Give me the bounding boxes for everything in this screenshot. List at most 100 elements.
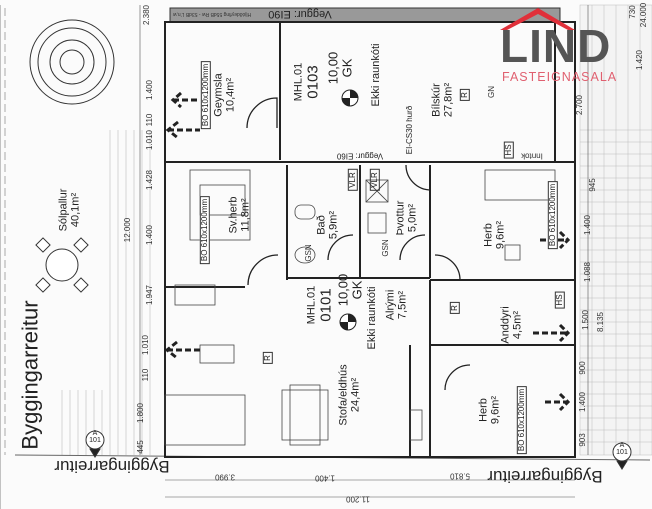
window-tag: BO 610x1200mm (547, 180, 559, 250)
wall-label-ei60: Veggur: EI60 (336, 151, 384, 161)
tag-r: R (262, 352, 274, 364)
elevation-gk: GK (349, 280, 364, 300)
dimension: 730 (627, 5, 637, 19)
section-number: 101 (89, 437, 101, 444)
tag-gn: GN (486, 86, 496, 98)
room-area: 11,8m² (239, 198, 251, 232)
section-number: 101 (616, 449, 628, 456)
logo-text: LIND (500, 20, 612, 72)
dimension: 110 (144, 113, 154, 127)
tag-vlr: VLR (369, 169, 381, 191)
hot-tub (29, 19, 115, 105)
unit-number: 0101 (317, 288, 334, 322)
room-area: 4,5m² (511, 310, 523, 340)
tag-gsn: GSN (303, 244, 313, 262)
room-area: 27,8m² (442, 82, 454, 118)
tag-inntok: Inntok (521, 151, 543, 161)
dimension: 445 (135, 440, 145, 454)
section-letter: A (619, 442, 625, 449)
dimension: 945 (587, 178, 597, 192)
elevation-gk: GK (339, 58, 354, 78)
room-area: 40,1m² (69, 192, 81, 228)
room-name: Sólpallur (57, 188, 70, 232)
tag-gsn: GSN (380, 239, 390, 257)
room-name: Herb (482, 223, 495, 247)
room-area: 5,9m² (327, 210, 339, 240)
room-name: Bað (315, 215, 328, 235)
section-marker (85, 430, 632, 470)
dimension: 5.810 (449, 471, 471, 481)
unit-number: 0103 (304, 65, 321, 99)
tag-vlr: VLR (347, 169, 359, 191)
dimension: 3.990 (214, 472, 236, 482)
room-name: Þvottur (394, 200, 407, 236)
tiled-area (579, 4, 652, 456)
unit-id: MHL.01 (305, 285, 318, 325)
section-letter: A (92, 430, 98, 437)
dimension: 1.947 (144, 284, 154, 306)
room-name: Sv.herb (227, 196, 240, 234)
wall-label-ei90: Veggur: EI90 (268, 8, 332, 20)
dimension: 1.010 (144, 129, 154, 151)
room-area: 7,5m² (396, 290, 408, 320)
boundary-label: Byggingarreitur (17, 300, 43, 450)
dimension: 2.700 (574, 94, 584, 116)
dimension: 1.420 (634, 49, 644, 71)
room-name: Stofa/eldhús (337, 364, 350, 426)
dimension: 903 (577, 433, 587, 447)
room-name: Geymsla (212, 73, 225, 117)
window-tag: BO 610x1200mm (200, 60, 212, 130)
dimension: 1.800 (135, 402, 145, 424)
room-name: Bílskúr (430, 83, 443, 117)
dimension: 11.200 (346, 494, 370, 504)
dimension: 8.135 (595, 311, 605, 333)
tag-hs: HS (554, 291, 566, 309)
room-name: Anddyri (499, 306, 512, 344)
door-note: EI-CS30 hurð (404, 105, 414, 155)
dimension: 1.400 (144, 79, 154, 101)
room-name: Alrými (384, 289, 397, 321)
dimension: 1.400 (582, 214, 592, 236)
window-tag: BO 610x1200mm (199, 195, 211, 265)
wall-acoustic-note: Hljóðdeyfing 55dB Rw - 53dB L'n,w (172, 11, 252, 17)
deck-hatching (61, 130, 151, 455)
logo-subtitle: FASTEIGNASALA (502, 70, 618, 84)
logo-roof-icon (500, 8, 575, 30)
dimension: 1.400 (314, 473, 336, 483)
room-area: 9,6m² (489, 395, 501, 425)
dimension: 1.400 (144, 224, 154, 246)
room-area: 24,4m² (349, 377, 361, 413)
dimension: 110 (140, 368, 150, 382)
doors (246, 97, 471, 391)
dimension: 1.088 (582, 261, 592, 283)
room-area: 5,0m² (406, 203, 418, 233)
dimension: 12.000 (122, 217, 132, 243)
tag-r: R (459, 89, 471, 101)
boundary-label: Byggingarreitur (487, 467, 603, 486)
benchmark-symbols (339, 89, 359, 331)
exit-arrows (164, 91, 571, 412)
tag-r: R (449, 302, 461, 314)
dimension: 24.000 (638, 2, 648, 28)
elevation-note: Ekki raunkóti (366, 286, 379, 350)
dimension: 2.380 (141, 4, 151, 26)
tag-hs: HS (503, 141, 515, 159)
